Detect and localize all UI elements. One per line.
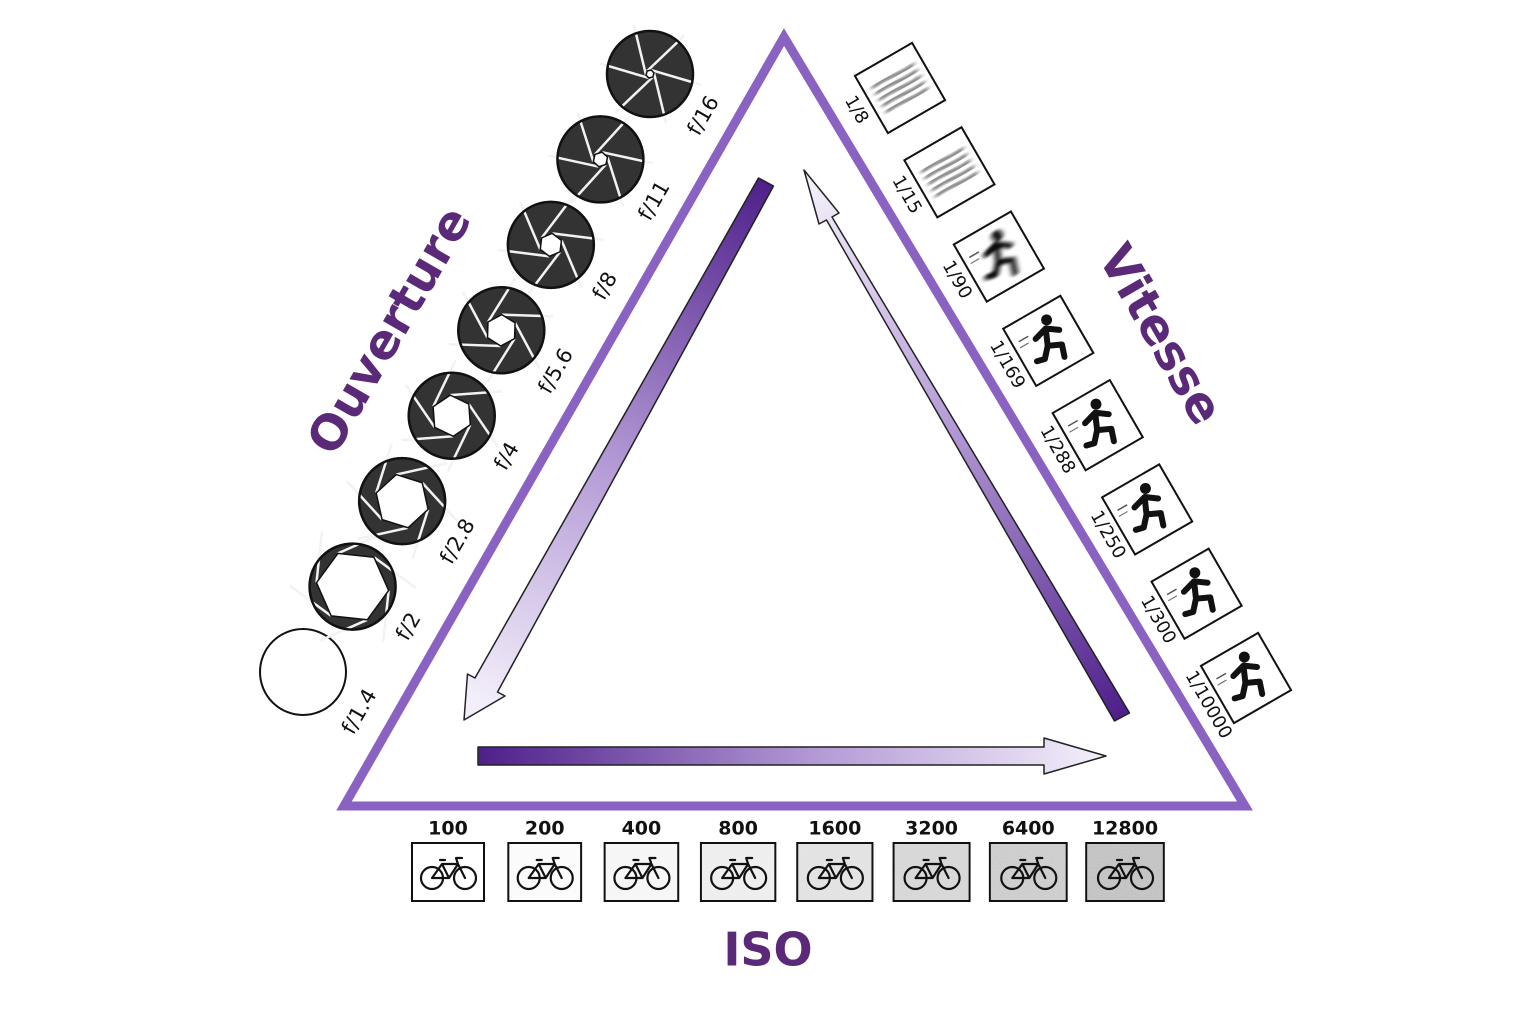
aperture-icon xyxy=(259,628,347,716)
aperture-value-label: f/8 xyxy=(587,268,622,304)
shutter-speed-frame xyxy=(1150,547,1244,641)
shutter-speed-frame xyxy=(1001,294,1095,388)
shutter-speed-frame xyxy=(853,41,947,135)
shutter-speed-frame xyxy=(902,125,996,219)
shutter-speed-frame xyxy=(1199,631,1293,725)
runner-icon xyxy=(1067,398,1117,449)
aperture-value-label: f/2 xyxy=(391,608,426,644)
iso-frame xyxy=(892,842,971,902)
aperture-icon xyxy=(401,359,502,472)
aperture-icon xyxy=(548,112,653,207)
runner-icon xyxy=(1018,314,1068,365)
iso-value-label: 800 xyxy=(718,818,758,840)
arrow-left-down xyxy=(463,177,775,721)
bicycle-icon xyxy=(419,856,478,891)
bicycle-icon xyxy=(1096,856,1155,891)
arrow-right-up xyxy=(803,169,1131,722)
aperture-icon xyxy=(498,195,604,294)
iso-value-label: 12800 xyxy=(1092,818,1158,840)
iso-value-label: 100 xyxy=(428,818,468,840)
aperture-value-label: f/1.4 xyxy=(337,685,382,738)
iso-frame xyxy=(507,842,583,902)
iso-value-label: 400 xyxy=(622,818,662,840)
bicycle-icon xyxy=(1000,856,1058,891)
iso-frame xyxy=(603,842,680,902)
aperture-value-label: f/5.6 xyxy=(533,344,578,397)
shutter-speed-frame xyxy=(1051,378,1145,472)
aperture-value-label: f/16 xyxy=(682,92,723,140)
runner-icon xyxy=(968,230,1019,280)
iso-frame xyxy=(796,842,874,902)
aperture-icon xyxy=(598,24,702,124)
aperture-icon xyxy=(449,277,554,384)
bicycle-icon xyxy=(903,856,961,891)
bicycle-icon xyxy=(806,856,864,891)
bicycle-icon xyxy=(710,856,768,891)
runner-icon xyxy=(1117,482,1167,533)
aperture-value-label: f/2.8 xyxy=(435,514,480,567)
iso-frame xyxy=(411,842,485,902)
shutter-speed-frame xyxy=(1100,462,1194,556)
aperture-scale: f/1.4f/2f/2.8f/4f/5.6f/8f/11f/16 xyxy=(259,24,724,738)
aperture-icon xyxy=(288,531,417,642)
exposure-triangle xyxy=(336,28,1253,811)
iso-frame xyxy=(1085,842,1165,902)
iso-value-label: 6400 xyxy=(1002,818,1055,840)
iso-value-label: 1600 xyxy=(808,818,861,840)
runner-icon xyxy=(870,62,930,114)
iso-value-label: 3200 xyxy=(905,818,958,840)
iso-frame xyxy=(699,842,777,902)
iso-scale: 100 200 400 800 1600 3200 6400 12800 xyxy=(411,818,1165,902)
runner-icon xyxy=(1216,651,1266,702)
bicycle-icon xyxy=(516,856,574,891)
runner-icon xyxy=(920,146,979,198)
iso-title: ISO xyxy=(723,923,812,977)
shutter-speed-frame xyxy=(952,210,1046,304)
arrow-bottom-right xyxy=(477,737,1107,775)
iso-frame xyxy=(988,842,1068,902)
iso-value-label: 200 xyxy=(525,818,565,840)
bicycle-icon xyxy=(613,856,671,891)
aperture-value-label: f/11 xyxy=(633,177,674,225)
runner-icon xyxy=(1166,567,1216,618)
aperture-icon xyxy=(346,443,459,559)
